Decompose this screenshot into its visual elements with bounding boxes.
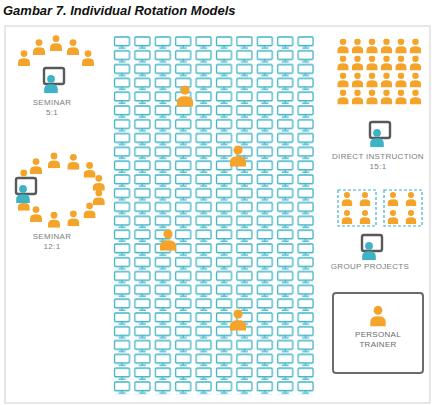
person-icon xyxy=(388,192,399,206)
person-icon xyxy=(352,73,363,88)
figure-title: Gambar 7. Individual Rotation Models xyxy=(3,3,236,18)
person-icon xyxy=(342,210,353,224)
person-icon xyxy=(360,210,371,224)
person-icon xyxy=(18,50,30,66)
person-icon xyxy=(48,212,60,228)
person-icon xyxy=(33,39,45,55)
person-icon xyxy=(30,206,42,222)
person-icon xyxy=(177,85,193,106)
person-icon xyxy=(406,210,417,224)
person-icon xyxy=(230,145,246,166)
person-icon xyxy=(381,73,392,88)
person-icon xyxy=(44,75,58,93)
person-icon xyxy=(352,56,363,71)
person-icon xyxy=(84,202,96,218)
person-icon xyxy=(381,90,392,105)
person-icon xyxy=(30,158,42,174)
person-icon xyxy=(67,210,79,226)
person-icon xyxy=(410,39,421,54)
model-label: GROUP PROJECTS xyxy=(325,262,415,272)
person-icon xyxy=(395,56,406,71)
group-box xyxy=(338,190,376,226)
model-label: SEMINAR 12:1 xyxy=(27,232,77,252)
board-icon xyxy=(16,178,36,194)
person-icon xyxy=(337,39,348,54)
node-label: PERSONAL TRAINER xyxy=(348,330,408,350)
person-icon xyxy=(67,154,79,170)
person-icon xyxy=(342,192,353,206)
person-icon xyxy=(230,309,246,330)
person-icon xyxy=(381,56,392,71)
person-icon xyxy=(406,192,417,206)
person-icon xyxy=(360,192,371,206)
person-icon xyxy=(410,90,421,105)
person-icon xyxy=(395,39,406,54)
computer-lab-grid xyxy=(112,36,316,395)
board-icon xyxy=(370,122,390,138)
person-icon xyxy=(366,56,377,71)
person-icon xyxy=(366,73,377,88)
model-label: SEMINAR 5:1 xyxy=(28,98,76,118)
person-icon xyxy=(362,242,376,260)
person-icon xyxy=(337,73,348,88)
board-icon xyxy=(44,68,64,84)
person-icon xyxy=(352,90,363,105)
person-icon xyxy=(370,306,386,327)
person-icon xyxy=(93,175,105,191)
person-icon xyxy=(337,56,348,71)
person-icon xyxy=(381,39,392,54)
person-icon xyxy=(48,153,60,169)
board-icon xyxy=(362,235,382,251)
person-icon xyxy=(395,90,406,105)
image-frame xyxy=(5,26,430,403)
person-icon xyxy=(366,39,377,54)
person-icon xyxy=(67,39,79,55)
person-icon xyxy=(370,129,384,147)
person-icon xyxy=(352,39,363,54)
person-icon xyxy=(84,162,96,178)
person-icon xyxy=(388,210,399,224)
person-icon xyxy=(160,229,176,250)
trainer-box: PERSONAL TRAINER xyxy=(332,292,424,374)
person-icon xyxy=(93,190,105,206)
group-box xyxy=(384,190,422,226)
person-icon xyxy=(395,73,406,88)
person-icon xyxy=(337,90,348,105)
person-icon xyxy=(366,90,377,105)
person-icon xyxy=(410,73,421,88)
person-icon xyxy=(82,50,94,66)
model-label: DIRECT INSTRUCTION 15:1 xyxy=(331,152,425,172)
person-icon xyxy=(410,56,421,71)
person-icon xyxy=(16,185,30,203)
person-icon xyxy=(50,35,62,51)
